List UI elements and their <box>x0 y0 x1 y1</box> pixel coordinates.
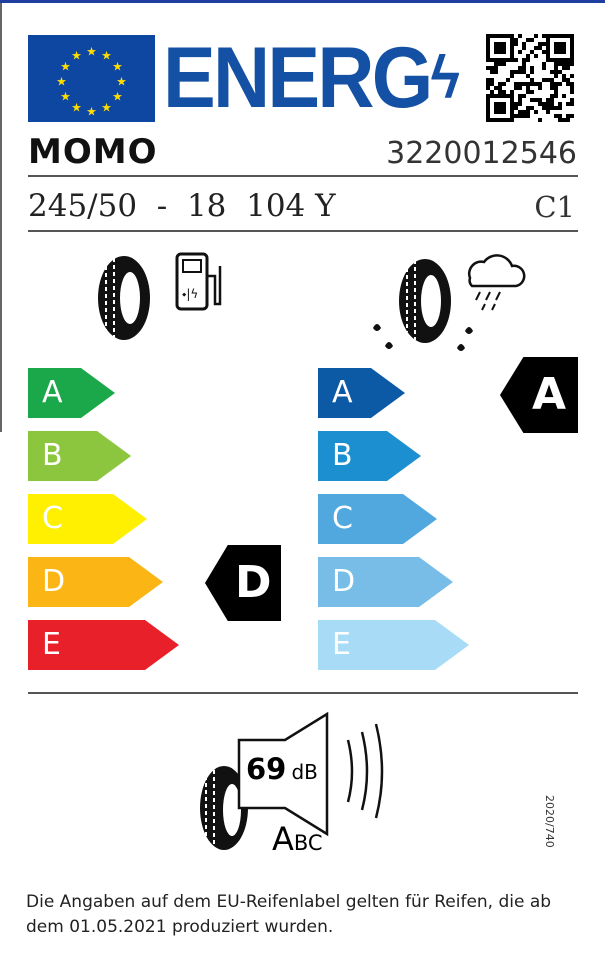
divider <box>28 175 578 177</box>
footer-note: Die Angaben auf dem EU-Reifenlabel gelte… <box>26 892 552 937</box>
fuel-efficiency-class-b: B <box>28 431 131 481</box>
svg-text:★: ★ <box>60 90 71 104</box>
tyre-size: 245/50 - 18 104 Y <box>28 188 336 224</box>
regulation-number: 2020/740 <box>543 795 556 848</box>
wet-grip-class-a: A <box>318 368 405 418</box>
fuel-tyre-pump-icon: ⬩|ϟ <box>98 252 222 340</box>
noise-class: ABC <box>272 820 323 858</box>
svg-text:⬩|ϟ: ⬩|ϟ <box>182 287 198 301</box>
fuel-efficiency-class-d: D <box>28 557 163 607</box>
fuel-efficiency-class-e: E <box>28 620 179 670</box>
svg-text:★: ★ <box>112 90 123 104</box>
wet-tyre-rain-icon <box>373 254 526 351</box>
wet-grip-class-d: D <box>318 557 453 607</box>
tyre-class: C1 <box>534 190 575 224</box>
divider <box>28 230 578 232</box>
svg-text:★: ★ <box>86 105 97 119</box>
divider <box>28 692 578 694</box>
wet-grip-class-b: B <box>318 431 421 481</box>
svg-text:★: ★ <box>71 100 82 114</box>
svg-text:★: ★ <box>101 49 112 63</box>
energy-logo: ENERGϟ <box>163 30 460 126</box>
eu-flag: ★★★★★★★★★★★★ <box>28 35 155 122</box>
fuel-efficiency-class-c: C <box>28 494 147 544</box>
svg-text:★: ★ <box>71 49 82 63</box>
svg-text:★: ★ <box>101 100 112 114</box>
noise-tyre-speaker-icon <box>200 712 384 850</box>
top-border <box>0 0 605 3</box>
qr-code <box>486 34 574 122</box>
wet-grip-rating-badge: A <box>500 357 578 433</box>
svg-text:★: ★ <box>112 60 123 74</box>
noise-value: 69 dB <box>246 752 318 786</box>
svg-text:★: ★ <box>60 60 71 74</box>
svg-text:★: ★ <box>56 75 67 89</box>
wet-grip-class-c: C <box>318 494 437 544</box>
wet-grip-class-e: E <box>318 620 469 670</box>
product-code: 3220012546 <box>386 136 577 171</box>
fuel-rating-badge: D <box>205 545 281 621</box>
brand-name: MOMO <box>28 132 158 172</box>
vertical-divider <box>0 0 2 432</box>
svg-text:★: ★ <box>116 75 127 89</box>
svg-text:★: ★ <box>86 45 97 59</box>
fuel-efficiency-class-a: A <box>28 368 115 418</box>
